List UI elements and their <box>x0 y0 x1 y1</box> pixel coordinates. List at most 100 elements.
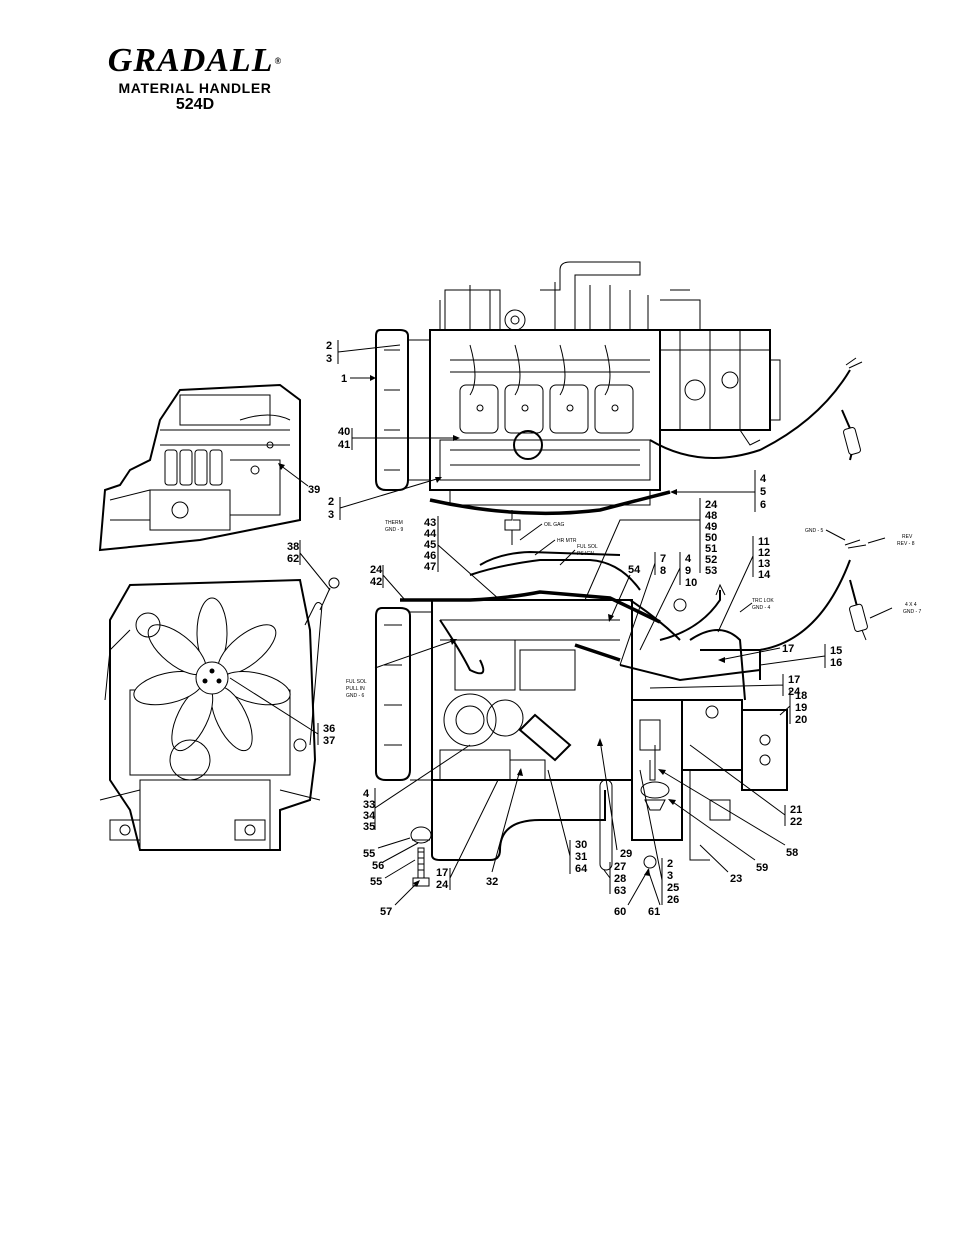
svg-text:25: 25 <box>667 882 679 894</box>
svg-text:52: 52 <box>705 554 717 566</box>
svg-text:55: 55 <box>363 848 375 860</box>
svg-text:3: 3 <box>667 870 673 882</box>
svg-text:44: 44 <box>424 528 437 540</box>
svg-text:3: 3 <box>326 353 332 365</box>
svg-text:HR MTR: HR MTR <box>557 538 577 544</box>
svg-text:51: 51 <box>705 543 717 555</box>
svg-text:46: 46 <box>424 550 436 562</box>
svg-text:FUL SOL: FUL SOL <box>346 679 367 685</box>
svg-text:10: 10 <box>685 577 697 589</box>
svg-text:1: 1 <box>341 373 347 385</box>
svg-text:4 X 4: 4 X 4 <box>905 602 917 608</box>
svg-text:GND - 7: GND - 7 <box>903 609 922 615</box>
svg-text:28: 28 <box>614 873 626 885</box>
engine-main-side-view <box>375 539 868 887</box>
svg-text:58: 58 <box>786 847 798 859</box>
svg-text:15: 15 <box>830 645 842 657</box>
document-header: GRADALL® MATERIAL HANDLER 524D <box>100 44 290 114</box>
svg-text:12: 12 <box>758 547 770 559</box>
svg-text:42: 42 <box>370 576 382 588</box>
svg-text:24: 24 <box>788 686 801 698</box>
svg-text:35: 35 <box>363 821 375 833</box>
svg-text:17: 17 <box>782 643 794 655</box>
svg-text:2: 2 <box>326 340 332 352</box>
svg-text:39: 39 <box>308 484 320 496</box>
svg-text:4: 4 <box>760 473 767 485</box>
svg-text:THERM: THERM <box>385 520 403 526</box>
svg-text:24: 24 <box>436 879 449 891</box>
svg-text:24: 24 <box>705 499 718 511</box>
svg-text:17: 17 <box>436 867 448 879</box>
brand-logo: GRADALL® <box>107 42 283 79</box>
svg-text:32: 32 <box>486 876 498 888</box>
svg-text:31: 31 <box>575 851 587 863</box>
svg-text:50: 50 <box>705 532 717 544</box>
svg-text:23: 23 <box>730 873 742 885</box>
product-line: MATERIAL HANDLER <box>118 80 272 96</box>
svg-text:55: 55 <box>370 876 382 888</box>
svg-text:GND - 6: GND - 6 <box>346 693 365 699</box>
svg-text:61: 61 <box>648 906 660 918</box>
svg-text:9: 9 <box>685 565 691 577</box>
svg-text:4: 4 <box>685 553 692 565</box>
svg-text:PS IGN: PS IGN <box>577 551 594 557</box>
model-number: 524D <box>175 96 215 113</box>
svg-text:57: 57 <box>380 906 392 918</box>
svg-text:30: 30 <box>575 839 587 851</box>
svg-text:21: 21 <box>790 804 802 816</box>
engine-side-detail-view <box>98 383 301 552</box>
svg-text:43: 43 <box>424 517 436 529</box>
svg-text:GND - 5: GND - 5 <box>805 528 824 534</box>
svg-text:49: 49 <box>705 521 717 533</box>
svg-text:54: 54 <box>628 564 641 576</box>
svg-text:GND - 4: GND - 4 <box>752 605 771 611</box>
svg-text:19: 19 <box>795 702 807 714</box>
svg-text:17: 17 <box>788 674 800 686</box>
svg-text:26: 26 <box>667 894 679 906</box>
svg-text:62: 62 <box>287 553 299 565</box>
svg-text:8: 8 <box>660 565 666 577</box>
svg-text:GND - 9: GND - 9 <box>385 527 404 533</box>
svg-text:27: 27 <box>614 861 626 873</box>
svg-text:5: 5 <box>760 486 766 498</box>
engine-top-view <box>375 261 863 545</box>
svg-text:24: 24 <box>370 564 383 576</box>
svg-text:14: 14 <box>758 569 771 581</box>
svg-text:37: 37 <box>323 735 335 747</box>
svg-text:11: 11 <box>758 536 770 548</box>
svg-text:63: 63 <box>614 885 626 897</box>
svg-text:18: 18 <box>795 690 807 702</box>
svg-text:REV - 8: REV - 8 <box>897 541 915 547</box>
svg-text:FUL SOL: FUL SOL <box>577 544 598 550</box>
svg-text:38: 38 <box>287 541 299 553</box>
svg-text:29: 29 <box>620 848 632 860</box>
svg-text:60: 60 <box>614 906 626 918</box>
svg-text:53: 53 <box>705 565 717 577</box>
svg-text:33: 33 <box>363 799 375 811</box>
callout-labels: 2 3 1 40 41 2 3 39 24 48 49 50 51 52 53 … <box>229 340 922 918</box>
svg-text:OIL GAG: OIL GAG <box>544 522 564 528</box>
svg-text:PULL IN: PULL IN <box>346 686 365 692</box>
engine-front-view <box>99 577 340 851</box>
svg-text:64: 64 <box>575 863 588 875</box>
svg-text:22: 22 <box>790 816 802 828</box>
svg-text:41: 41 <box>338 439 350 451</box>
svg-text:45: 45 <box>424 539 436 551</box>
svg-text:REV: REV <box>902 534 913 540</box>
svg-text:20: 20 <box>795 714 807 726</box>
svg-text:47: 47 <box>424 561 436 573</box>
svg-text:7: 7 <box>660 553 666 565</box>
svg-text:4: 4 <box>363 788 370 800</box>
svg-text:TRC LOK: TRC LOK <box>752 598 774 604</box>
svg-text:13: 13 <box>758 558 770 570</box>
svg-text:34: 34 <box>363 810 376 822</box>
svg-text:6: 6 <box>760 499 766 511</box>
svg-text:36: 36 <box>323 723 335 735</box>
svg-text:40: 40 <box>338 426 350 438</box>
svg-text:59: 59 <box>756 862 768 874</box>
svg-text:48: 48 <box>705 510 717 522</box>
svg-text:56: 56 <box>372 860 384 872</box>
svg-text:2: 2 <box>667 858 673 870</box>
svg-text:3: 3 <box>328 509 334 521</box>
